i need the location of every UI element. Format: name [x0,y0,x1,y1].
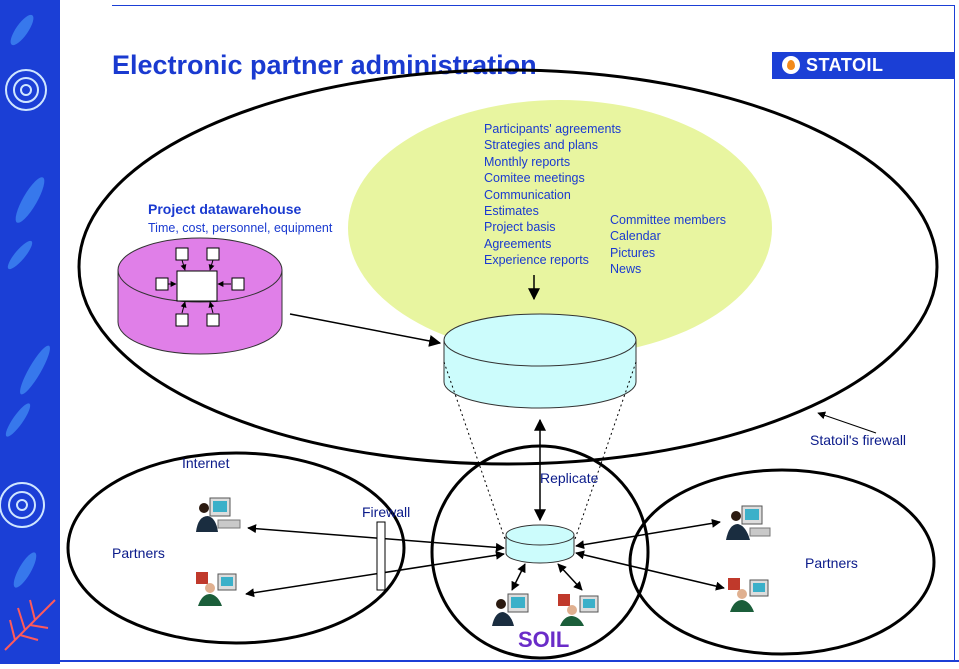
internet-label: Internet [182,455,230,471]
list-item: Calendar [610,229,661,244]
workstation-icon [728,578,769,612]
logo-text: STATOIL [806,55,884,75]
bottom-border [60,660,959,662]
side-content-list: Committee members Calendar Pictures News [610,212,726,278]
soil-label: SOIL [518,627,570,652]
decorative-sidebar [0,0,60,664]
list-item: Committee members [610,213,726,227]
workstation-icon [196,497,241,532]
flame-icon [782,56,800,74]
list-item: Participants' agreements [484,122,622,136]
right-border [954,5,955,660]
partners-right-ellipse [628,468,936,656]
warehouse-title: Project datawarehouse [148,201,302,217]
list-item: Estimates [484,204,539,219]
workstation-icon [726,505,771,540]
page-title: Electronic partner administration [112,50,537,80]
network-boxes [155,247,245,327]
list-item: Comitee meetings [484,171,585,186]
list-item: Communication [484,187,571,202]
statoil-logo: STATOIL [772,52,954,79]
main-content-list: Participants' agreements Strategies and … [484,121,621,269]
main-database-cylinder [443,313,637,409]
top-border [112,5,954,6]
warehouse-subtitle: Time, cost, personnel, equipment [148,221,333,235]
soil-database-cylinder [505,524,575,564]
list-item: Pictures [610,245,656,260]
list-item: News [610,262,642,277]
partners-left-label: Partners [112,545,165,561]
list-item: Project basis [484,220,556,235]
firewall-bar [376,521,386,591]
partners-right-label: Partners [805,555,858,571]
statoil-firewall-label: Statoil's firewall [810,432,907,448]
list-item: Agreements [484,236,552,251]
replicate-label: Replicate [540,470,599,486]
list-item: Strategies and plans [484,138,598,153]
workstation-icon [492,593,529,626]
workstation-icon [196,572,237,606]
list-item: Experience reports [484,253,589,268]
green-content-area [348,100,772,356]
firewall-label: Firewall [362,504,411,520]
seashell-decoration-icon [0,14,56,651]
statoil-firewall-ellipse [77,68,939,466]
list-item: Monthly reports [484,154,571,169]
workstation-icon [558,594,599,626]
